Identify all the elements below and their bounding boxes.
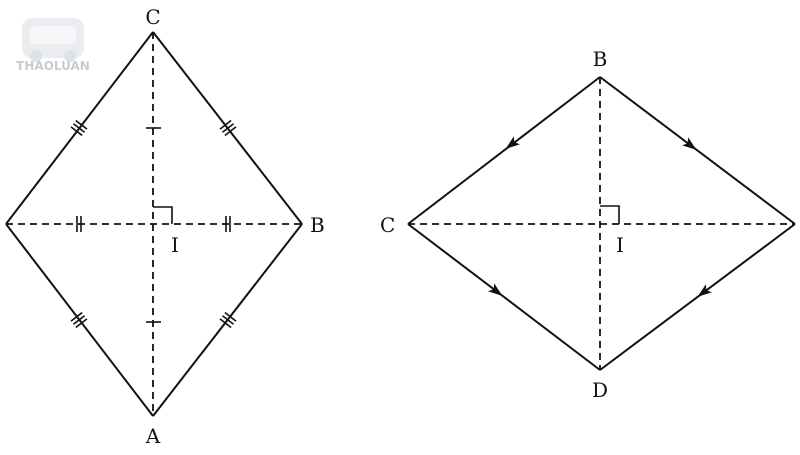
right-label-bottom: D [592, 378, 608, 402]
right-label-center: I [616, 233, 624, 257]
left-double-tick-left-half [76, 216, 82, 232]
right-rhombus-figure: B C D I [380, 47, 796, 402]
right-label-top: B [593, 47, 608, 71]
left-side-ticks-top-right [219, 119, 237, 137]
left-side-ticks-bottom-right [219, 311, 237, 329]
right-arrow-bottom-left [488, 283, 503, 296]
left-rhombus-figure: C B A I [5, 5, 325, 448]
right-right-angle-mark [600, 205, 620, 224]
left-right-angle-mark [153, 206, 173, 224]
right-side-bottom-left [407, 223, 601, 371]
left-label-bottom: A [145, 424, 161, 448]
left-side-ticks-bottom-left [70, 311, 88, 329]
left-label-top: C [145, 5, 160, 29]
right-side-bottom-right [599, 223, 796, 371]
left-label-right: B [310, 213, 325, 237]
right-arrow-top-left [505, 136, 520, 149]
watermark-logo: THAOLUAN [16, 18, 90, 73]
left-double-tick-right-half [225, 216, 231, 232]
left-label-center: I [171, 233, 179, 257]
right-arrow-top-right [682, 137, 697, 150]
left-side-ticks-top-left [70, 119, 88, 137]
right-arrow-bottom-right [697, 284, 712, 297]
watermark-text: THAOLUAN [16, 59, 90, 73]
right-label-left: C [380, 213, 395, 237]
right-side-top-right [599, 76, 796, 225]
right-side-top-left [407, 76, 601, 225]
